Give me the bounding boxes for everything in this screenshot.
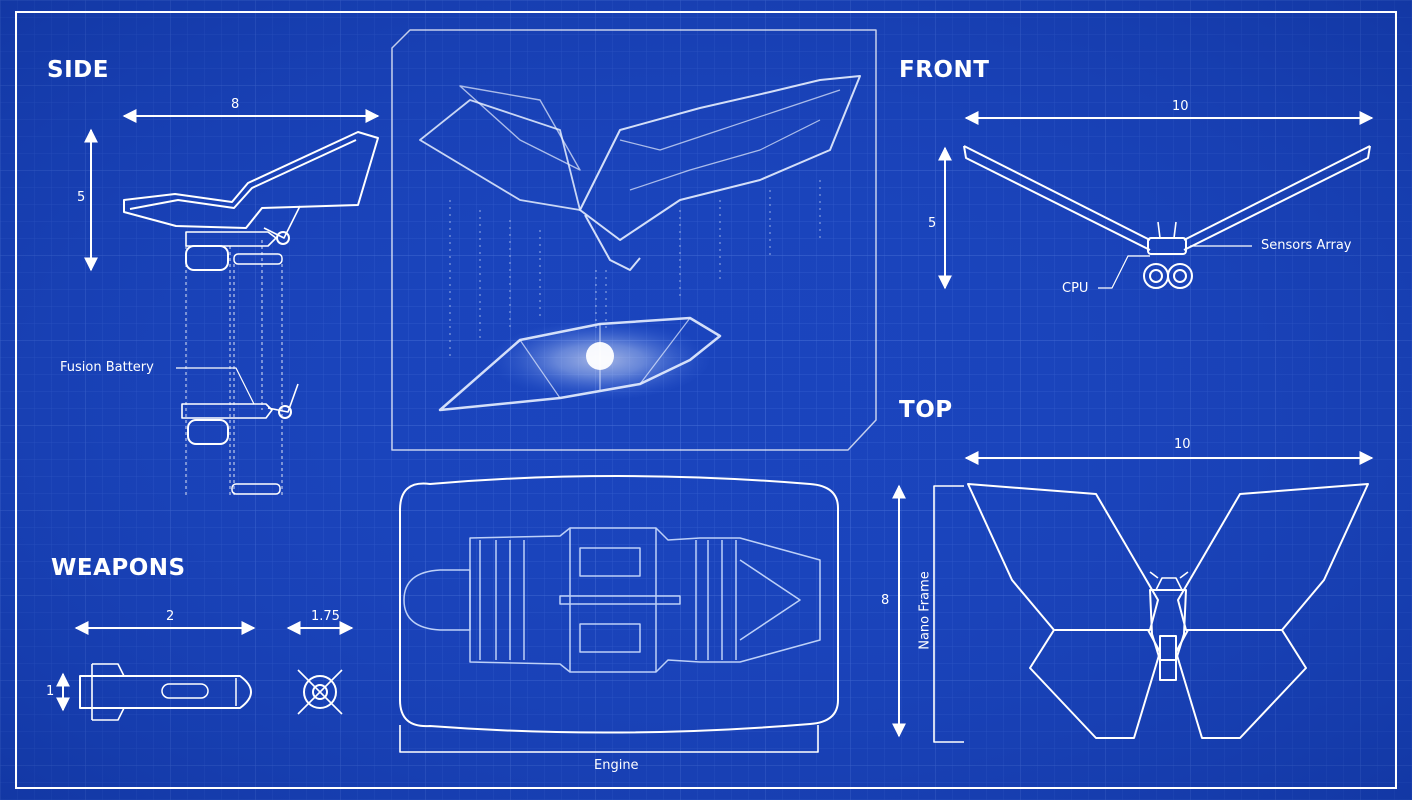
weapons-view bbox=[56, 621, 354, 721]
section-title-top: TOP bbox=[899, 397, 953, 423]
front-view bbox=[938, 111, 1374, 290]
section-title-front: FRONT bbox=[899, 57, 990, 83]
side-view bbox=[84, 109, 380, 495]
section-title-side: SIDE bbox=[47, 57, 109, 83]
side-height-dimension: 5 bbox=[77, 190, 86, 205]
top-view bbox=[892, 451, 1374, 743]
engine-view bbox=[399, 475, 839, 753]
section-title-weapons: WEAPONS bbox=[51, 555, 186, 581]
outer-frame bbox=[15, 11, 1397, 789]
top-height-dimension: 8 bbox=[881, 593, 890, 608]
front-width-dimension: 10 bbox=[1172, 99, 1189, 114]
weapon-length-dimension: 2 bbox=[166, 609, 175, 624]
callout-fusion-battery: Fusion Battery bbox=[60, 360, 154, 375]
nano-frame-label: Nano Frame bbox=[917, 571, 933, 650]
weapon-height-dimension: 1 bbox=[46, 684, 55, 699]
weapon-diameter-dimension: 1.75 bbox=[311, 609, 340, 624]
callout-sensors-array: Sensors Array bbox=[1261, 238, 1352, 253]
side-width-dimension: 8 bbox=[231, 97, 240, 112]
front-height-dimension: 5 bbox=[928, 216, 937, 231]
top-width-dimension: 10 bbox=[1174, 437, 1191, 452]
hologram-panel bbox=[391, 29, 877, 451]
hologram-butterfly bbox=[419, 75, 861, 412]
callout-cpu: CPU bbox=[1062, 281, 1089, 296]
engine-label: Engine bbox=[594, 758, 639, 773]
